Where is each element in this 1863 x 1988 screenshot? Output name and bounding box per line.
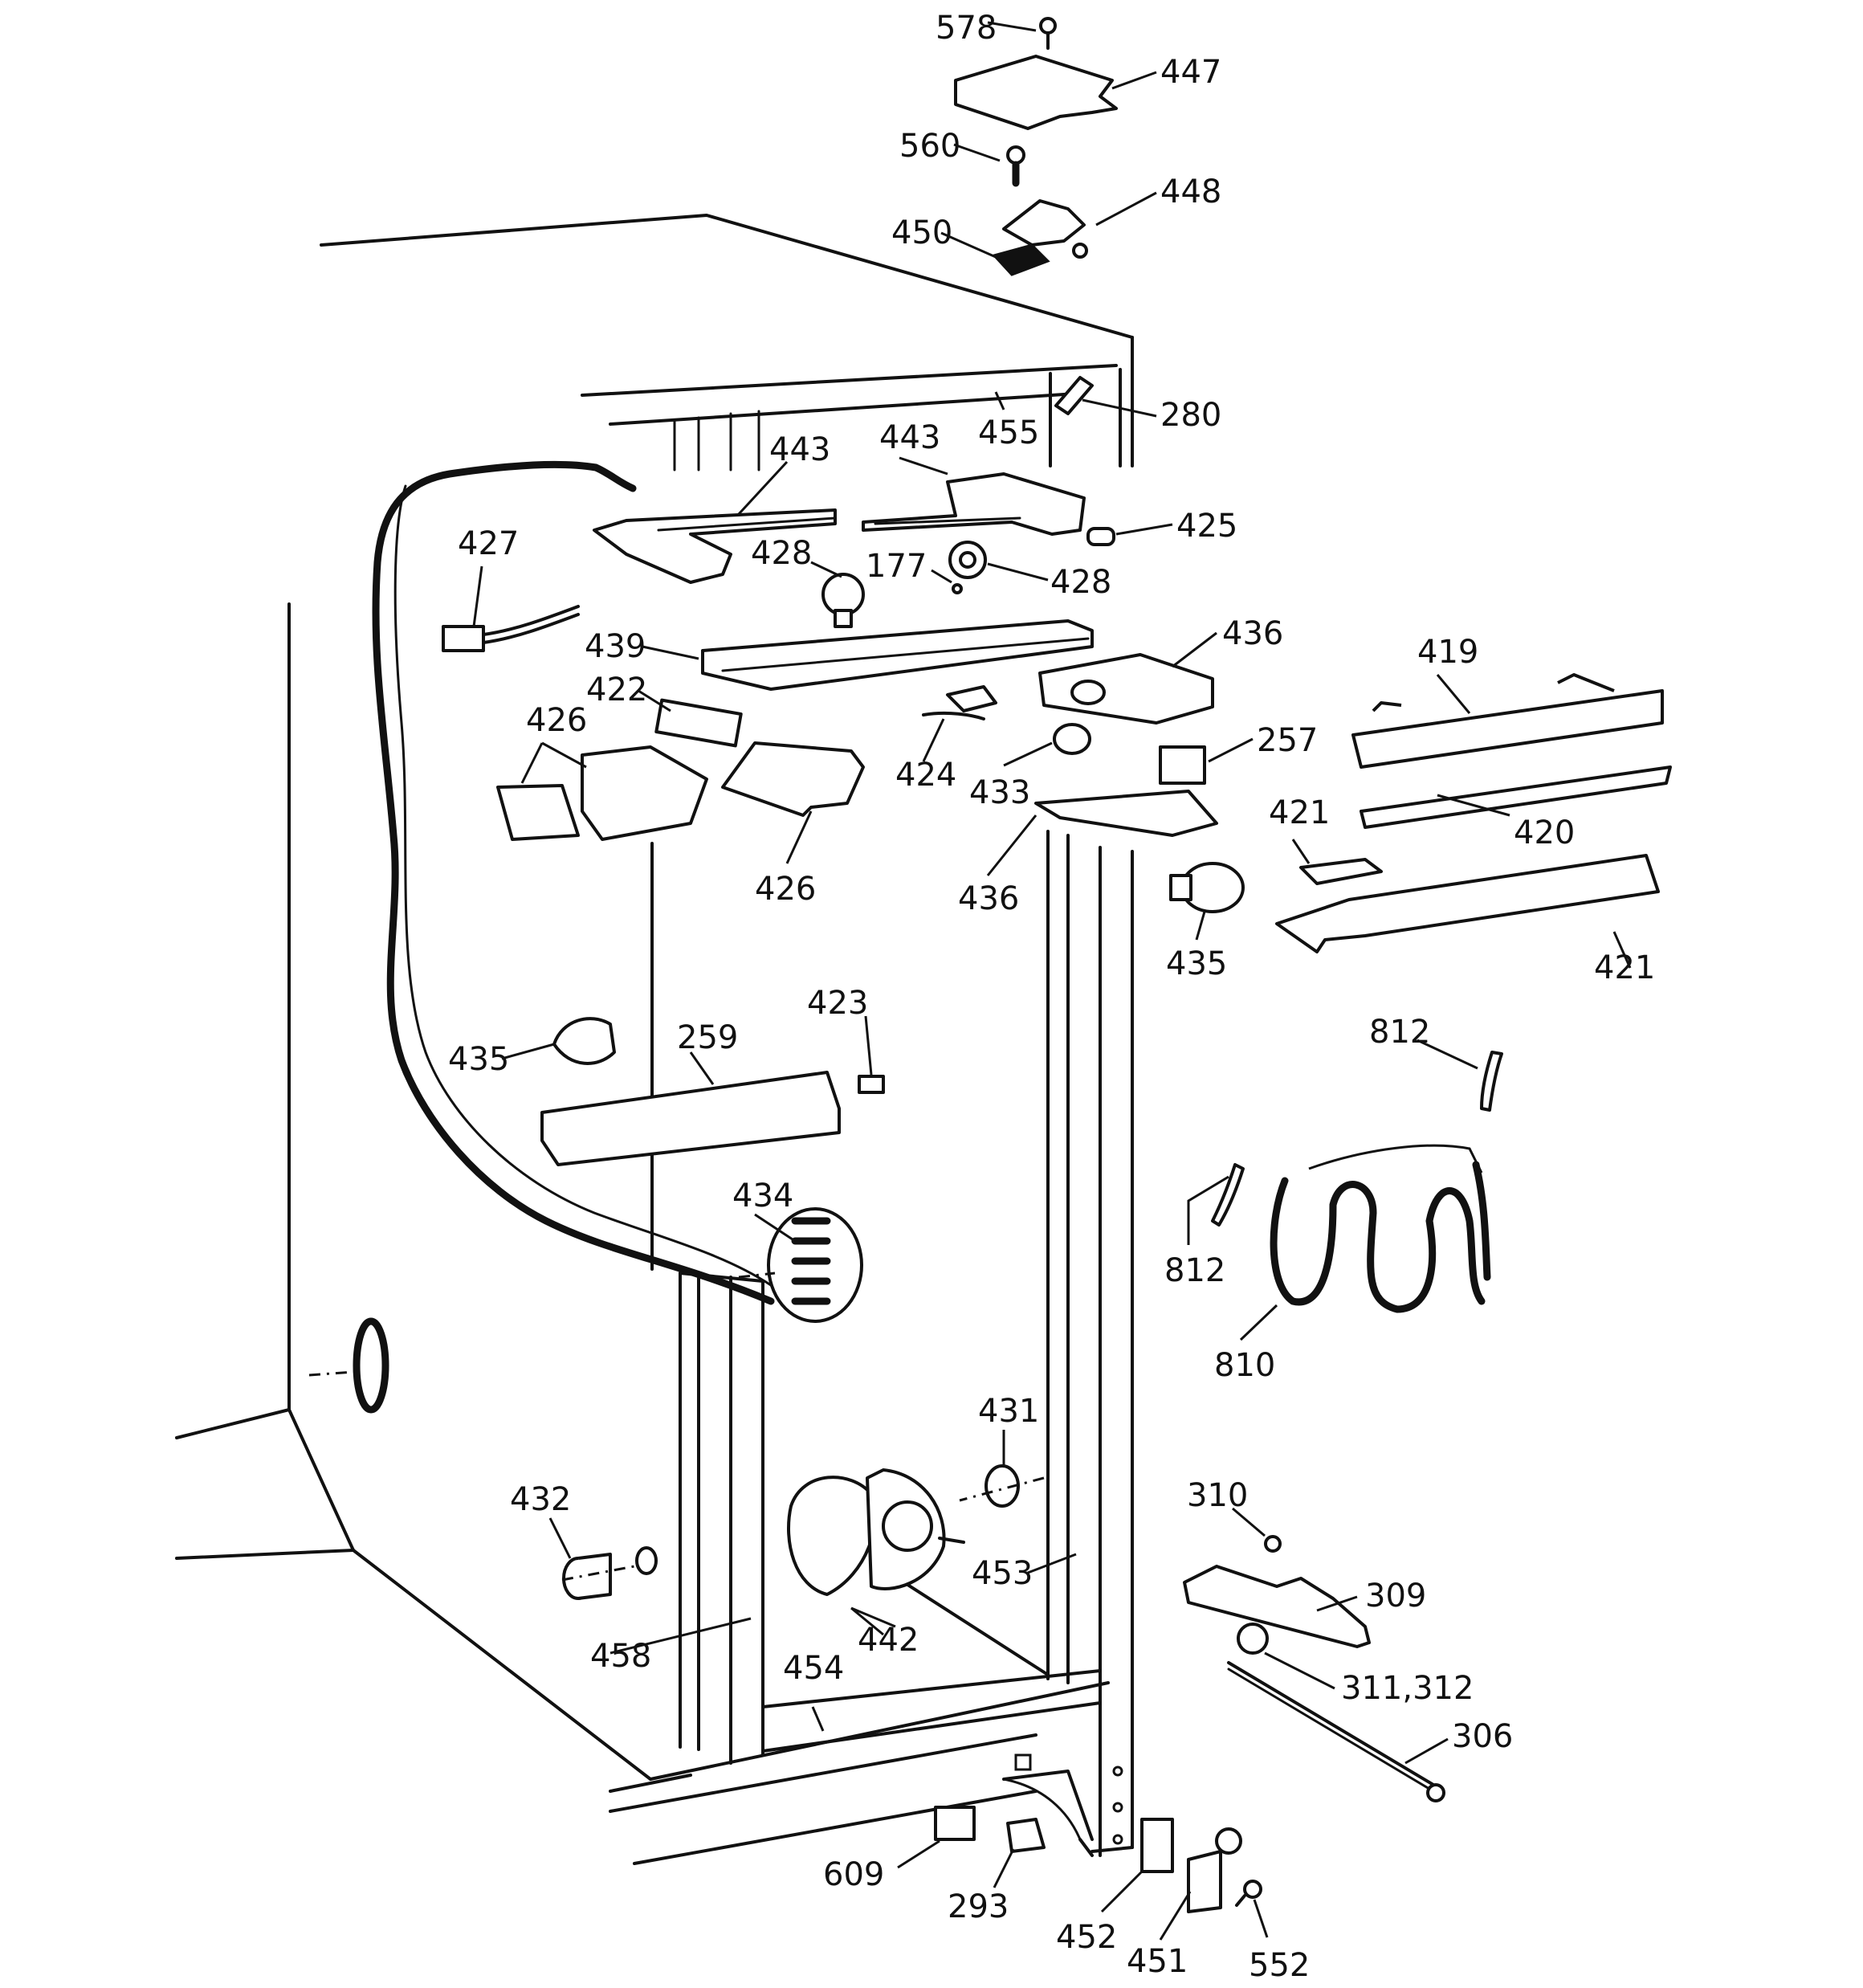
callout-label: 578 [936,10,997,47]
callout-label: 259 [677,1019,738,1056]
callout-label: 425 [1176,508,1237,545]
callout-label: 423 [807,985,868,1022]
screw-552 [1235,1880,1262,1907]
bulb-435 [1169,862,1245,913]
damper-426 [721,741,865,817]
callout-label: 454 [783,1650,844,1687]
callout-label: 419 [1417,634,1478,671]
callout-label: 421 [1269,794,1330,831]
switch-427 [442,605,580,652]
plate-452 [1140,1818,1174,1873]
hinge-448 [1002,199,1086,247]
socket-433 [1053,723,1091,755]
callout-label: 420 [1514,814,1575,851]
callout-label: 447 [1160,54,1221,91]
callout-label: 439 [585,628,646,665]
nut-310 [1264,1535,1282,1553]
gear-428-left [821,573,865,616]
part-609 [934,1806,976,1841]
callout-label: 453 [972,1555,1033,1592]
callout-label: 436 [958,880,1019,917]
callout-label: 309 [1365,1578,1426,1614]
callout-label: 448 [1160,173,1221,210]
vent-434 [767,1207,863,1323]
cover-436-lower [1034,790,1218,837]
callout-label: 426 [526,702,587,739]
callout-label: 552 [1249,1947,1310,1984]
shim-450 [992,243,1050,276]
callout-label: 426 [755,871,816,908]
callout-label: 306 [1452,1718,1513,1755]
callout-label: 280 [1160,397,1221,434]
callout-label: 310 [1187,1477,1248,1514]
callout-labels: 578 447 560 448 450 280 455 443 443 425 … [448,10,1655,1984]
part-293 [1006,1818,1046,1853]
rod-306 [1227,1661,1439,1789]
duct-426 [581,745,708,841]
callout-label: 432 [510,1481,571,1518]
cabinet-outline [175,214,1134,1865]
callout-label: 442 [858,1622,919,1659]
bracket-419 [1351,689,1664,769]
part-280 [1054,376,1094,415]
callout-label: 451 [1127,1943,1188,1980]
part-257 [1159,745,1206,785]
callout-label: 434 [732,1178,793,1214]
bracket-443-right [862,472,1086,536]
bushing-432 [562,1546,658,1600]
gasket-422 [654,698,743,748]
part-421-small [1299,858,1383,885]
part-drawings [442,17,1672,1913]
callout-label: 257 [1257,722,1318,759]
callout-label: 293 [948,1888,1009,1925]
cover-259 [540,1071,841,1166]
callout-label: 428 [751,535,812,572]
bracket-443-left [593,508,837,584]
callout-label: 458 [590,1638,651,1675]
callout-label: 177 [866,548,927,585]
callout-label: 812 [1369,1014,1430,1051]
roller-bracket-309 [1183,1565,1371,1648]
tube-812-left [1211,1163,1245,1227]
light-housing-421 [1275,854,1660,953]
callout-label: 311,312 [1341,1670,1474,1707]
callout-label: 427 [458,525,519,562]
leader-lines [472,21,1632,1941]
callout-label: 609 [823,1856,884,1893]
strip-420 [1360,765,1672,829]
screw-177 [952,583,963,594]
thermostat-442 [787,1468,965,1596]
callout-label: 421 [1594,949,1655,986]
tube-812-right [1480,1051,1503,1112]
callout-label: 424 [895,757,956,794]
screw-560 [1006,145,1025,187]
callout-label: 422 [586,672,647,708]
callout-label: 812 [1164,1252,1225,1289]
light-socket-435 [552,1017,616,1065]
callout-label: 452 [1056,1919,1117,1956]
heater-coil-810 [1270,1177,1486,1313]
callout-label: 443 [879,419,940,456]
callout-label: 431 [978,1393,1039,1430]
part-423 [858,1075,885,1094]
hinge-451 [1187,1827,1242,1913]
callout-label: 810 [1214,1347,1275,1384]
callout-label: 443 [769,431,830,468]
callout-label: 455 [978,414,1039,451]
gasket-426-left [496,784,580,841]
callout-label: 450 [891,214,952,251]
callout-label: 560 [899,128,960,165]
callout-label: 436 [1222,615,1283,652]
hinge-cover-447 [954,55,1118,130]
part-424 [946,685,997,712]
control-box-436-top [1038,653,1214,725]
pin-425 [1086,527,1115,546]
screw-578 [1039,17,1057,50]
callout-label: 428 [1050,564,1111,601]
callout-label: 435 [1166,945,1227,982]
callout-label: 433 [969,774,1030,811]
callout-label: 435 [448,1041,509,1078]
